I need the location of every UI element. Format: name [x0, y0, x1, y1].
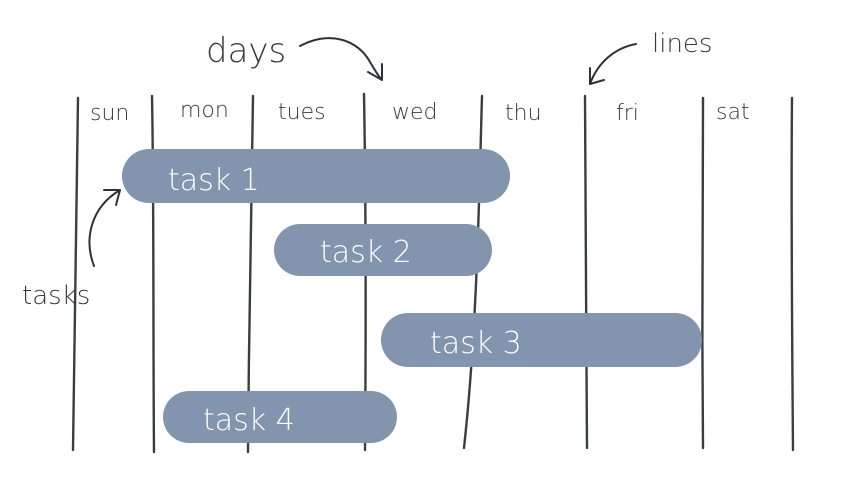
- days-annotation: days: [206, 31, 286, 71]
- grid-line: [150, 94, 156, 454]
- task-bar-4-label: task 4: [203, 403, 295, 438]
- grid-line: [701, 96, 705, 450]
- day-label-thu: thu: [505, 101, 542, 126]
- task-bar-4[interactable]: task 4: [163, 391, 397, 443]
- task-bars: task 1 task 2 task 3 task 4: [122, 149, 702, 443]
- tasks-annotation: tasks: [22, 281, 90, 311]
- grid-line: [71, 96, 80, 452]
- task-bar-1-shape: [122, 149, 510, 203]
- tasks-arrow-icon: [88, 189, 121, 267]
- task-bar-2[interactable]: task 2: [274, 224, 492, 276]
- day-label-sun: sun: [90, 101, 129, 126]
- lines-annotation: lines: [652, 29, 712, 59]
- day-label-tues: tues: [278, 100, 326, 125]
- grid-line: [790, 96, 795, 452]
- task-bar-1[interactable]: task 1: [122, 149, 510, 203]
- task-bar-4-shape: [163, 391, 397, 443]
- task-bar-3-label: task 3: [430, 326, 522, 361]
- days-arrow-icon: [299, 37, 383, 81]
- grid-line: [583, 94, 589, 450]
- task-bar-3-shape: [381, 313, 702, 367]
- day-label-wed: wed: [392, 100, 438, 125]
- task-bar-3[interactable]: task 3: [381, 313, 702, 367]
- lines-arrow-icon: [589, 43, 637, 85]
- task-bar-1-label: task 1: [168, 163, 260, 198]
- day-labels: sun mon tues wed thu fri sat: [90, 98, 750, 126]
- day-label-fri: fri: [616, 101, 639, 126]
- task-bar-2-label: task 2: [320, 235, 412, 270]
- task-bar-2-shape: [274, 224, 492, 276]
- day-label-mon: mon: [180, 98, 229, 123]
- day-label-sat: sat: [716, 100, 750, 125]
